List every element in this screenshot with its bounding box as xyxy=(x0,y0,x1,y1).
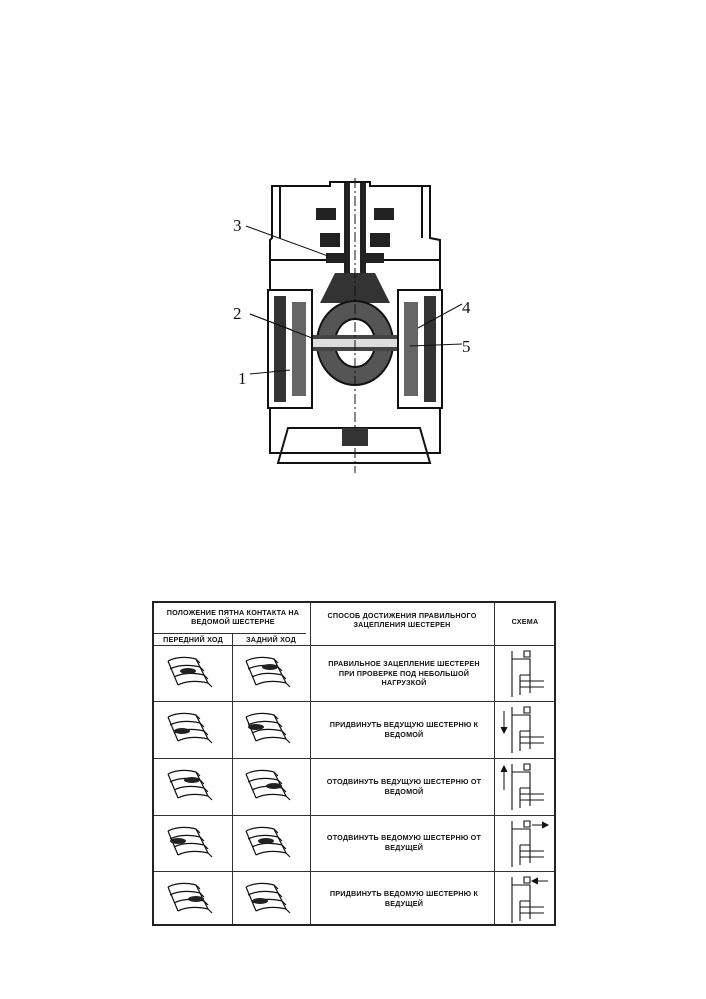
reverse-contact-sketch xyxy=(238,821,302,863)
header-forward: ПЕРЕДНИЙ ХОД xyxy=(163,635,223,644)
forward-contact-sketch xyxy=(160,707,224,749)
scheme-diagram xyxy=(500,815,550,871)
col-divider xyxy=(232,633,233,924)
sketch-layer xyxy=(152,601,556,926)
row-divider xyxy=(154,645,554,646)
row-2-method: ПРИДВИНУТЬ ВЕДУЩУЮ ШЕСТЕРНЮ К ВЕДОМОЙ xyxy=(329,720,479,739)
col-divider xyxy=(494,603,495,924)
reverse-contact-sketch xyxy=(238,707,302,749)
row-divider xyxy=(154,701,554,702)
forward-contact-sketch xyxy=(160,764,224,806)
callout-2: 2 xyxy=(233,304,242,323)
header-method: СПОСОБ ДОСТИЖЕНИЯ ПРАВИЛЬНОГО ЗАЦЕПЛЕНИЯ… xyxy=(327,611,477,629)
header-scheme: СХЕМА xyxy=(511,617,539,626)
col-divider xyxy=(310,603,311,924)
row-1-method: ПРАВИЛЬНОЕ ЗАЦЕПЛЕНИЕ ШЕСТЕРЕН ПРИ ПРОВЕ… xyxy=(328,659,480,687)
callout-1: 1 xyxy=(238,369,247,388)
scheme-diagram xyxy=(500,645,550,701)
reverse-contact-sketch xyxy=(238,764,302,806)
callout-3: 3 xyxy=(233,216,242,235)
gearbox-section-illustration xyxy=(267,178,443,473)
row-3-method: ОТОДВИНУТЬ ВЕДУЩУЮ ШЕСТЕРНЮ ОТ ВЕДОМОЙ xyxy=(326,777,482,796)
gear-contact-table: ПОЛОЖЕНИЕ ПЯТНА КОНТАКТА НА ВЕДОМОЙ ШЕСТ… xyxy=(152,601,556,926)
row-5-method: ПРИДВИНУТЬ ВЕДОМУЮ ШЕСТЕРНЮ К ВЕДУЩЕЙ xyxy=(329,889,479,908)
header-reverse: ЗАДНИЙ ХОД xyxy=(246,635,296,644)
callout-leaders xyxy=(245,225,463,375)
row-divider xyxy=(154,815,554,816)
gearbox-drawing xyxy=(230,178,480,473)
header-contact-position: ПОЛОЖЕНИЕ ПЯТНА КОНТАКТА НА ВЕДОМОЙ ШЕСТ… xyxy=(166,608,300,626)
scheme-diagram xyxy=(500,701,550,757)
scheme-diagram xyxy=(500,871,550,927)
reverse-contact-sketch xyxy=(238,877,302,919)
reverse-contact-sketch xyxy=(238,651,302,693)
row-divider xyxy=(154,633,306,634)
scheme-diagram xyxy=(500,758,550,814)
row-divider xyxy=(154,871,554,872)
row-4-method: ОТОДВИНУТЬ ВЕДОМУЮ ШЕСТЕРНЮ ОТ ВЕДУЩЕЙ xyxy=(326,833,482,852)
callout-4: 4 xyxy=(462,298,471,317)
forward-contact-sketch xyxy=(160,877,224,919)
forward-contact-sketch xyxy=(160,821,224,863)
callout-5: 5 xyxy=(462,337,471,356)
row-divider xyxy=(154,758,554,759)
forward-contact-sketch xyxy=(160,651,224,693)
